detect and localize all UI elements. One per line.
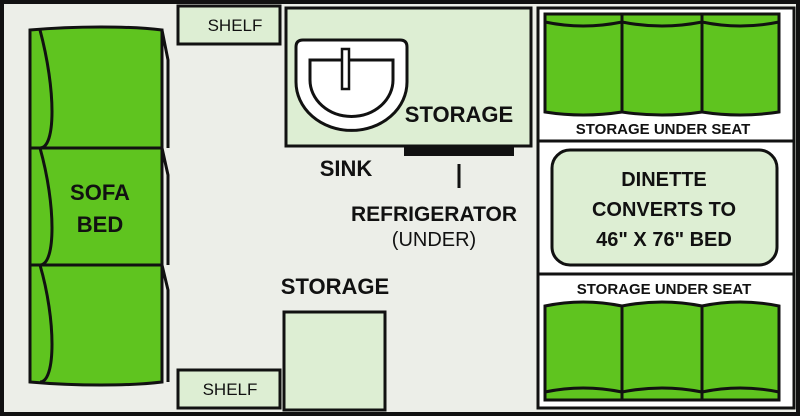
seat-bottom-seams: [544, 386, 780, 394]
storage-under-seat-top-label: STORAGE UNDER SEAT: [576, 121, 750, 138]
sofa-seam: [38, 29, 54, 384]
kitchen-counter: STORAGE: [284, 6, 533, 148]
shelf-top: SHELF: [176, 4, 282, 46]
dinette-label-line2: CONVERTS TO: [592, 199, 736, 221]
seat-bottom-cushion-3: [700, 300, 781, 402]
refrigerator-label: REFRIGERATOR: [351, 203, 517, 226]
storage-bottom-label: STORAGE: [281, 274, 389, 299]
seat-top-seams: [544, 20, 780, 28]
sofa-bed-label-line1: SOFA: [70, 180, 130, 205]
dinette-label-line3: 46" X 76" BED: [596, 229, 732, 251]
sofa-bed: SOFA BED: [28, 25, 170, 387]
seat-bottom-cushion-1: [543, 300, 624, 402]
sink-basin-inner: [308, 58, 395, 118]
sofa-seam-right: [160, 29, 170, 382]
seat-top-cushion-2: [620, 12, 704, 117]
storage-top-label: STORAGE: [405, 102, 513, 127]
sink-faucet: [340, 47, 351, 91]
sink-label: SINK: [320, 156, 373, 181]
refrigerator-note: (UNDER): [392, 229, 476, 251]
shelf-top-label: SHELF: [208, 16, 263, 35]
refrigerator-door: [404, 146, 514, 156]
sofa-cushion-top: [28, 25, 164, 150]
dinette-label-line1: DINETTE: [621, 169, 707, 191]
seat-bottom-cushion-2: [620, 300, 704, 402]
storage-under-seat-bottom-label: STORAGE UNDER SEAT: [577, 281, 751, 298]
shelf-bottom: SHELF: [176, 368, 282, 410]
shelf-top-box: [176, 4, 282, 46]
dinette-table: [550, 148, 779, 267]
dinette-area: STORAGE UNDER SEAT DINETTE CONVERTS TO 4…: [536, 6, 796, 410]
storage-bottom-box: [282, 310, 387, 412]
shelf-bottom-label: SHELF: [203, 380, 258, 399]
shelf-bottom-box: [176, 368, 282, 410]
sofa-bed-label-line2: BED: [77, 212, 123, 237]
seat-top-cushion-1: [543, 12, 624, 117]
seat-top-cushion-3: [700, 12, 781, 117]
sofa-cushion-bottom: [28, 263, 164, 387]
